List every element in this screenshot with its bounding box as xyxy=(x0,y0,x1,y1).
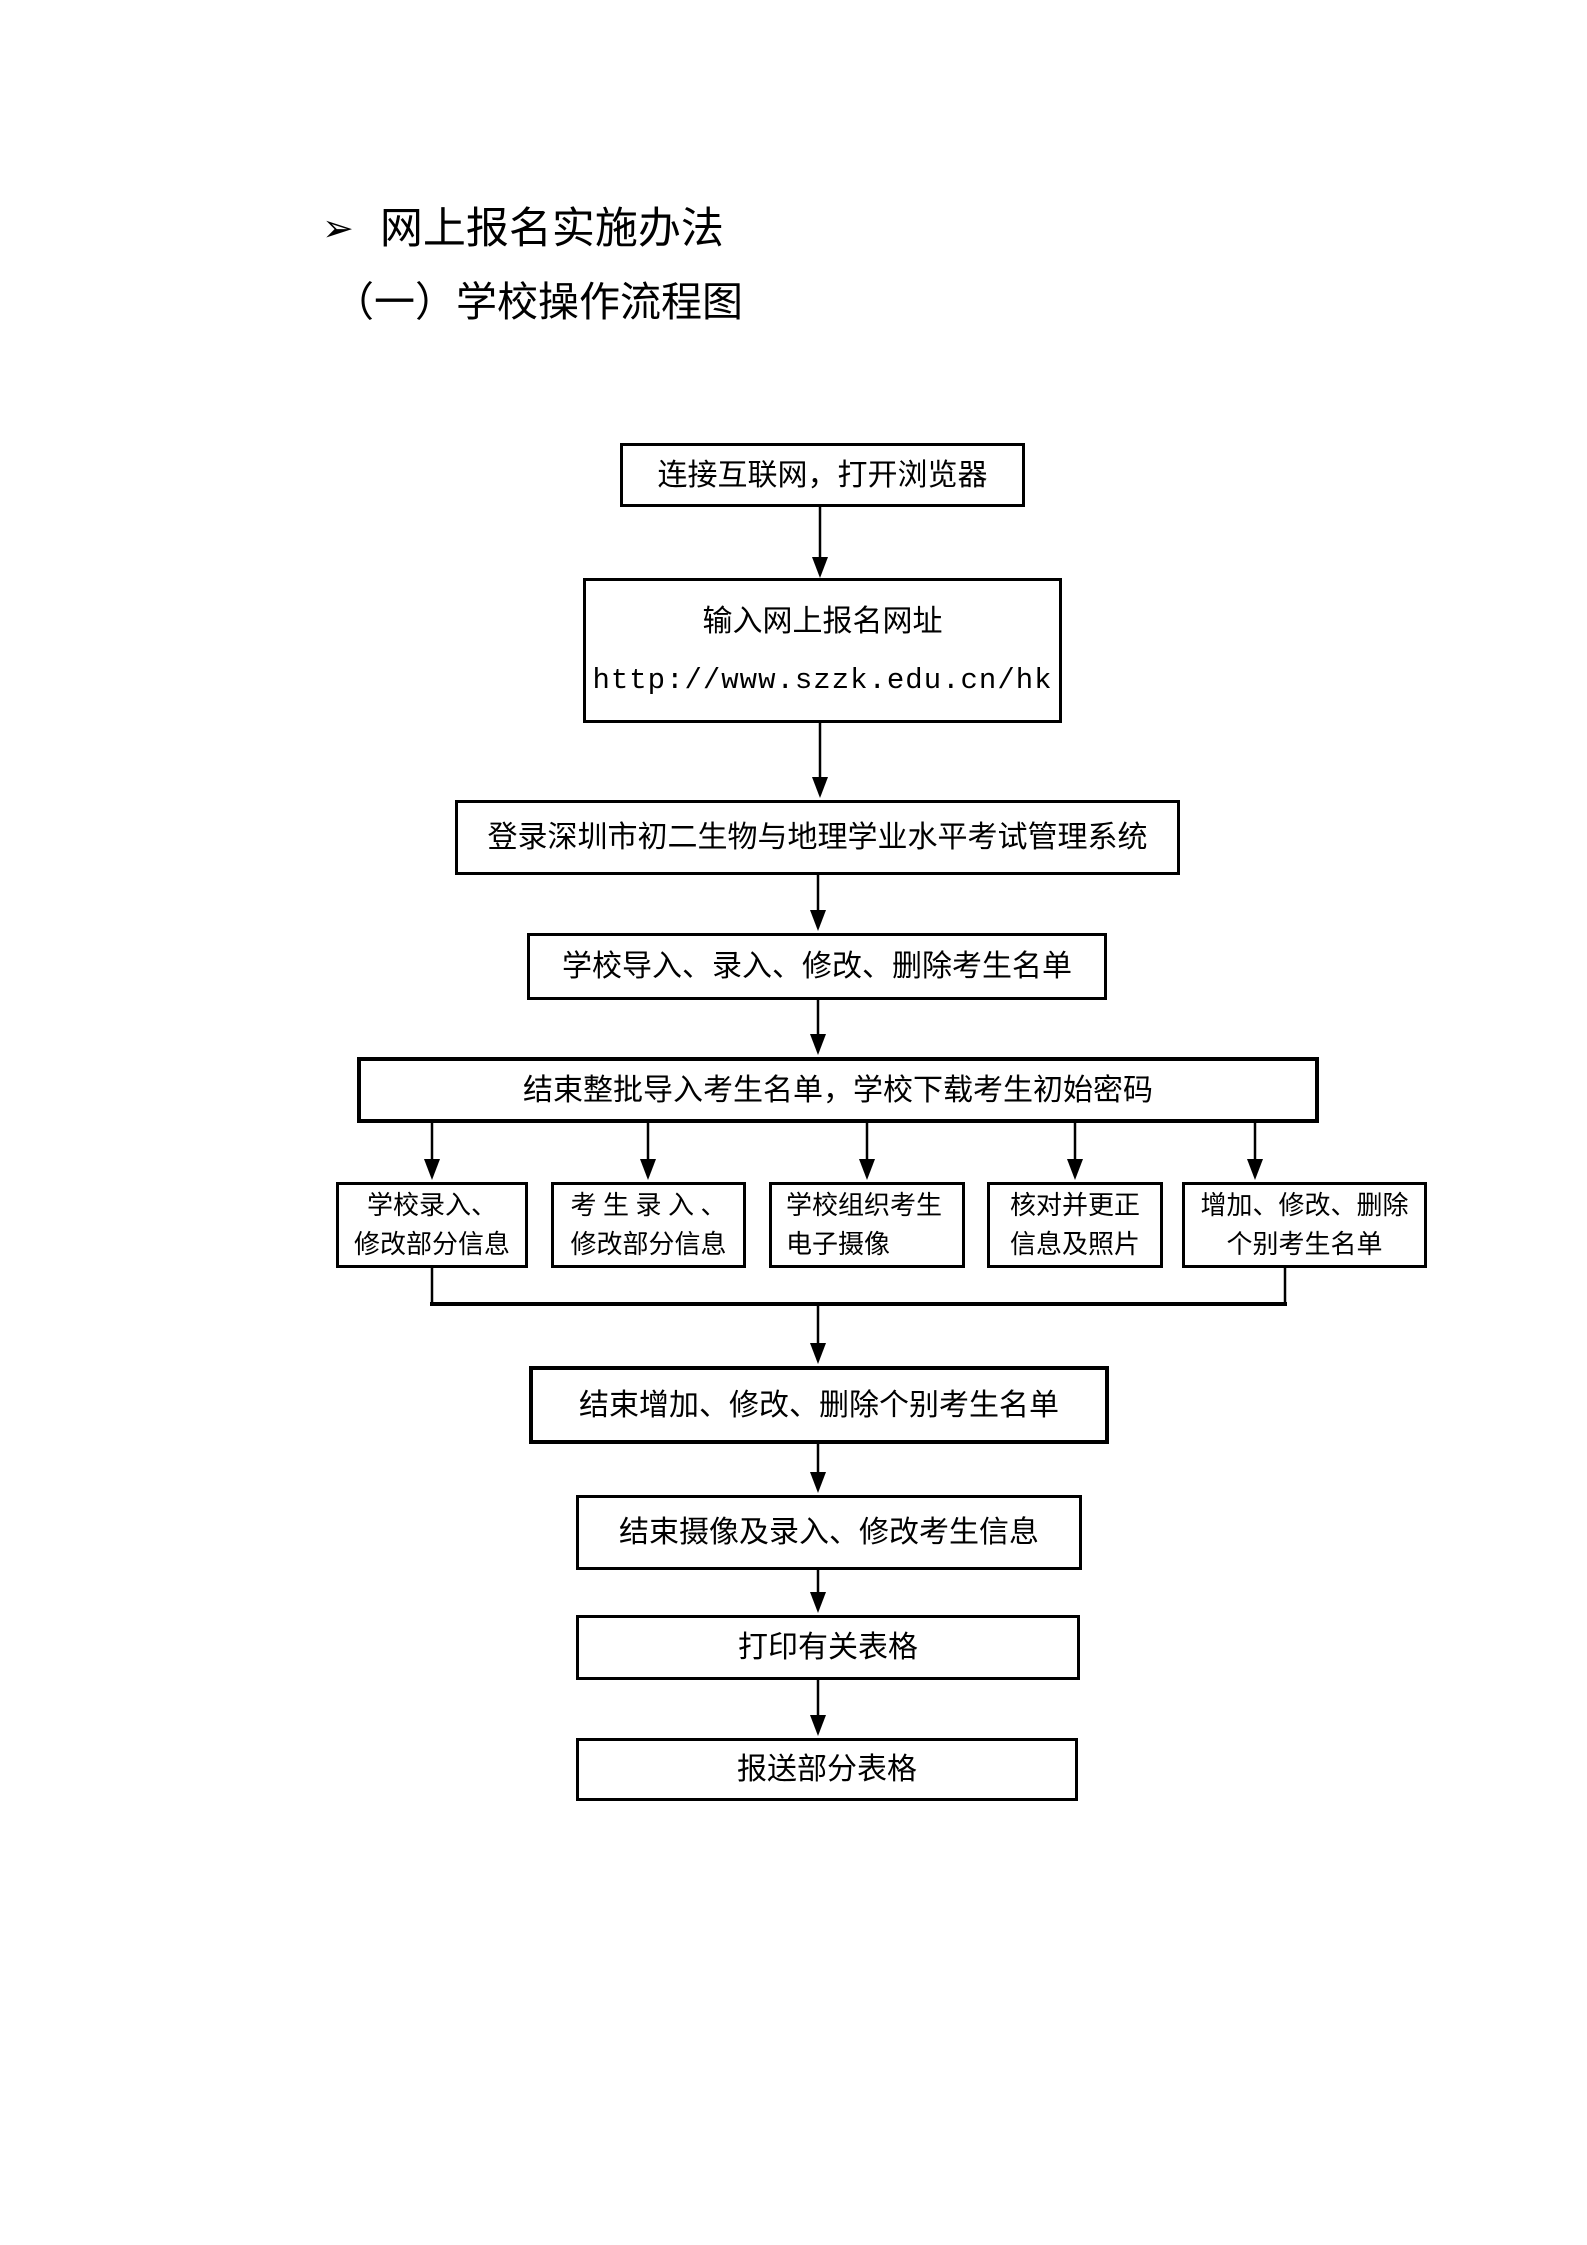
arrow-head xyxy=(1067,1159,1083,1180)
arrow-url-to-login xyxy=(812,723,828,798)
flow-node-label: 学校录入、 xyxy=(366,1191,497,1220)
flow-node-label: 修改部分信息 xyxy=(570,1230,727,1259)
arrow-to-student-entry xyxy=(640,1123,656,1180)
collector-bus xyxy=(430,1268,1287,1306)
flow-node-label: 学校导入、录入、修改、删除考生名单 xyxy=(562,950,1072,983)
arrow-print-to-submit xyxy=(810,1680,826,1736)
flow-node-label: 信息及照片 xyxy=(1009,1230,1140,1259)
arrow-head xyxy=(810,1472,826,1493)
page-subheading: （一）学校操作流程图 xyxy=(333,279,743,325)
flow-node-student-entry-info: 考 生 录 入 、 修改部分信息 xyxy=(551,1182,746,1268)
flow-node-finish-photo-entry: 结束摄像及录入、修改考生信息 xyxy=(576,1495,1082,1570)
arrow-head xyxy=(812,557,828,578)
arrow-finish-photo-to-print xyxy=(810,1570,826,1613)
arrow-head xyxy=(810,1343,826,1364)
flow-node-label: 个别考生名单 xyxy=(1226,1230,1383,1259)
flow-node-label: 登录深圳市初二生物与地理学业水平考试管理系统 xyxy=(487,821,1148,854)
arrow-to-modify xyxy=(1247,1123,1263,1180)
flow-node-verify-update: 核对并更正 信息及照片 xyxy=(987,1182,1163,1268)
arrow-finish-individual-to-finish-photo xyxy=(810,1444,826,1493)
arrow-head xyxy=(424,1159,440,1180)
flow-node-label: 学校组织考生 xyxy=(786,1191,943,1220)
heading-row: ➢ 网上报名实施办法 xyxy=(322,204,724,256)
flow-node-school-entry-info: 学校录入、 修改部分信息 xyxy=(336,1182,528,1268)
arrow-head xyxy=(812,777,828,798)
flow-node-label: 核对并更正 xyxy=(1009,1191,1140,1220)
arrow-import-to-finish-batch xyxy=(810,1000,826,1055)
flow-node-login-system: 登录深圳市初二生物与地理学业水平考试管理系统 xyxy=(455,800,1180,875)
flow-node-label: 电子摄像 xyxy=(786,1230,891,1259)
flow-node-label: 结束增加、修改、删除个别考生名单 xyxy=(579,1388,1059,1422)
flow-node-label: 结束摄像及录入、修改考生信息 xyxy=(619,1516,1039,1549)
flow-node-label: 考 生 录 入 、 xyxy=(570,1191,727,1220)
flow-node-label: 增加、修改、删除 xyxy=(1200,1191,1409,1220)
arrow-connect-to-url xyxy=(812,507,828,578)
arrow-head xyxy=(810,1592,826,1613)
arrow-head xyxy=(640,1159,656,1180)
flow-node-school-import-list: 学校导入、录入、修改、删除考生名单 xyxy=(527,933,1107,1000)
arrow-head xyxy=(1247,1159,1263,1180)
flow-node-modify-individual: 增加、修改、删除 个别考生名单 xyxy=(1182,1182,1427,1268)
arrow-head xyxy=(810,1034,826,1055)
flow-node-label: 输入网上报名网址 xyxy=(702,604,943,638)
registration-url-text: http://www.szzk.edu.cn/hk xyxy=(592,663,1053,697)
flow-node-finish-individual-changes: 结束增加、修改、删除个别考生名单 xyxy=(529,1366,1109,1444)
arrow-head xyxy=(810,910,826,931)
arrow-head xyxy=(859,1159,875,1180)
arrow-head xyxy=(810,1715,826,1736)
list-bullet-arrow-icon: ➢ xyxy=(322,208,354,250)
flow-node-label: 结束整批导入考生名单，学校下载考生初始密码 xyxy=(523,1073,1153,1107)
flow-node-school-photo: 学校组织考生 电子摄像 xyxy=(769,1182,965,1268)
flow-node-enter-url: 输入网上报名网址 http://www.szzk.edu.cn/hk xyxy=(583,578,1062,723)
flow-node-connect-internet: 连接互联网，打开浏览器 xyxy=(620,443,1025,507)
flow-node-label: 修改部分信息 xyxy=(353,1230,510,1259)
page-heading: 网上报名实施办法 xyxy=(379,206,724,253)
flow-node-finish-batch-import: 结束整批导入考生名单，学校下载考生初始密码 xyxy=(357,1057,1319,1123)
arrow-login-to-import xyxy=(810,875,826,931)
flow-node-label: 报送部分表格 xyxy=(737,1753,917,1786)
flow-node-label: 打印有关表格 xyxy=(738,1631,918,1664)
arrow-collector-to-finish-individual xyxy=(810,1304,826,1364)
arrow-to-verify xyxy=(1067,1123,1083,1180)
flow-node-label: 连接互联网，打开浏览器 xyxy=(657,458,988,492)
arrow-to-school-photo xyxy=(859,1123,875,1180)
flow-node-submit-forms: 报送部分表格 xyxy=(576,1738,1078,1801)
arrow-to-school-entry xyxy=(424,1123,440,1180)
flow-node-print-forms: 打印有关表格 xyxy=(576,1615,1080,1680)
